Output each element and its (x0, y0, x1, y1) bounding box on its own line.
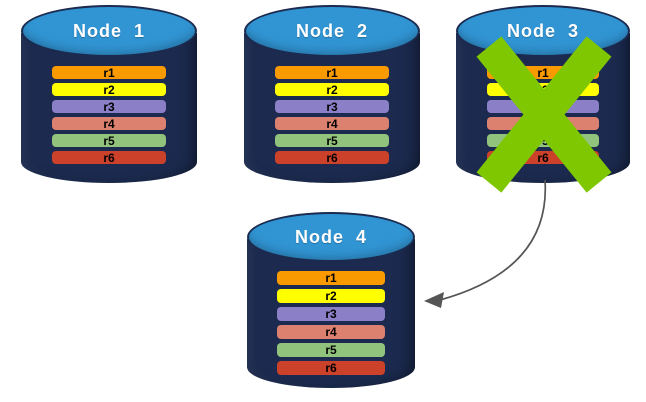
node-4-row-r4[interactable]: r4 (277, 325, 385, 339)
node-1-row-r6[interactable]: r6 (52, 151, 166, 164)
node-3-title: Node 3 (506, 21, 579, 41)
node-2-row-r3[interactable]: r3 (275, 100, 389, 113)
node-4-row-r6[interactable]: r6 (277, 361, 385, 375)
node-3-row-r1[interactable]: r1 (487, 66, 599, 79)
node-3-row-r4[interactable]: r4 (487, 117, 599, 130)
node-1-row-r2[interactable]: r2 (52, 83, 166, 96)
node-1-row-r3[interactable]: r3 (52, 100, 166, 113)
node-2[interactable]: Node 2 r1 r2 r3 r4 r5 r6 (244, 5, 420, 183)
node-4-title: Node 4 (294, 227, 367, 247)
node-3[interactable]: Node 3 r1 r2 r3 r4 r5 r6 (456, 5, 630, 183)
node-3-row-r3[interactable]: r3 (487, 100, 599, 113)
node-3-row-r5[interactable]: r5 (487, 134, 599, 147)
node-4-row-r1[interactable]: r1 (277, 271, 385, 285)
node-4-row-r2[interactable]: r2 (277, 289, 385, 303)
node-4[interactable]: Node 4 r1 r2 r3 r4 r5 r6 (247, 212, 415, 388)
node-2-row-r6[interactable]: r6 (275, 151, 389, 164)
node-4-cylinder-top (247, 212, 415, 262)
node-2-row-r1[interactable]: r1 (275, 66, 389, 79)
node-2-title: Node 2 (295, 21, 368, 41)
node-2-cylinder-top (244, 5, 420, 57)
node-2-row-r4[interactable]: r4 (275, 117, 389, 130)
node-4-rows: r1 r2 r3 r4 r5 r6 (247, 271, 415, 375)
node-1[interactable]: Node 1 r1 r2 r3 r4 r5 r6 (21, 5, 197, 183)
node-1-cylinder-top (21, 5, 197, 57)
node-2-row-r2[interactable]: r2 (275, 83, 389, 96)
node-1-row-r5[interactable]: r5 (52, 134, 166, 147)
node-1-title: Node 1 (72, 21, 145, 41)
node-4-row-r5[interactable]: r5 (277, 343, 385, 357)
node-2-row-r5[interactable]: r5 (275, 134, 389, 147)
node-1-rows: r1 r2 r3 r4 r5 r6 (21, 66, 197, 164)
node-3-row-r2[interactable]: r2 (487, 83, 599, 96)
node-4-row-r3[interactable]: r3 (277, 307, 385, 321)
node-2-rows: r1 r2 r3 r4 r5 r6 (244, 66, 420, 164)
node-3-row-r6[interactable]: r6 (487, 151, 599, 164)
node-1-row-r1[interactable]: r1 (52, 66, 166, 79)
node-1-row-r4[interactable]: r4 (52, 117, 166, 130)
node-3-rows: r1 r2 r3 r4 r5 r6 (456, 66, 630, 164)
